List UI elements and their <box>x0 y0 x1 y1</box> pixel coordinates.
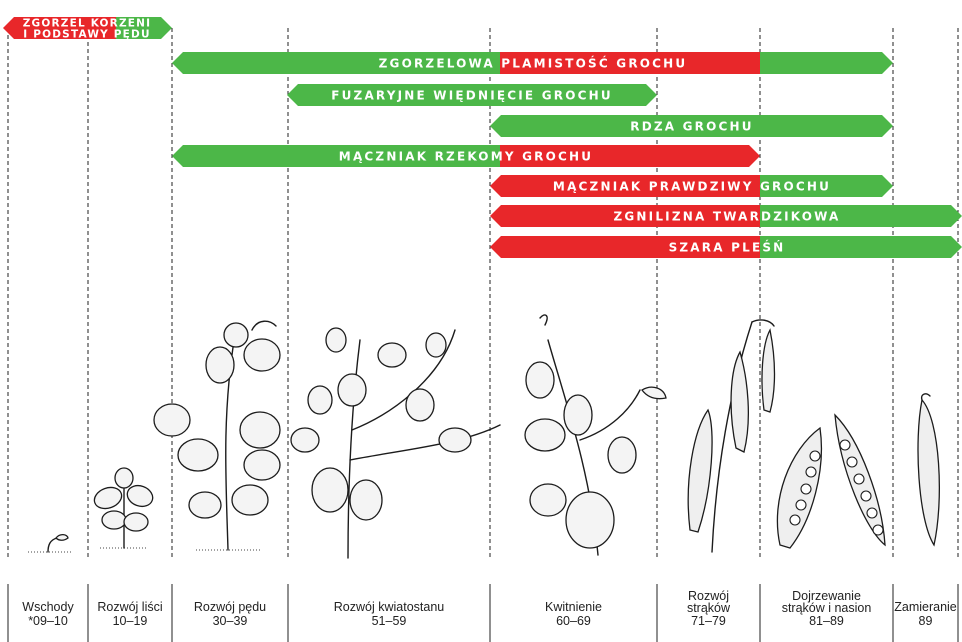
stage-code: 10–19 <box>113 614 148 628</box>
disease-bar-sclerotinia: ZGNILIZNA TWARDZIKOWA <box>490 205 962 227</box>
disease-bar-fusarium: FUZARYJNE WIĘDNIĘCIE GROCHU <box>287 84 657 106</box>
disease-label: RDZA GROCHU <box>630 119 753 133</box>
disease-label: I PODSTAWY PĘDU <box>23 28 150 40</box>
flowering-plant-illustration <box>525 315 666 555</box>
ripening-pods-illustration <box>777 415 885 548</box>
stage-label: Wschody*09–10 <box>22 600 74 628</box>
stage-name: strąków i nasion <box>782 601 872 615</box>
stage-code: *09–10 <box>28 614 68 628</box>
disease-label: SZARA PLEŚŃ <box>669 239 786 254</box>
disease-label: FUZARYJNE WIĘDNIĘCIE GROCHU <box>331 88 613 102</box>
stage-name: strąków <box>687 601 731 615</box>
stage-name: Zamieranie <box>894 600 957 614</box>
plant-illustrations <box>28 315 939 558</box>
disease-bar-segment <box>760 52 893 74</box>
disease-bar-powdery: MĄCZNIAK PRAWDZIWY GROCHU <box>490 175 893 197</box>
inflorescence-plant-illustration <box>291 328 500 558</box>
stage-name: Kwitnienie <box>545 600 602 614</box>
young-plant-illustration <box>91 468 155 548</box>
seedling-illustration <box>28 535 72 552</box>
disease-label: ZGNILIZNA TWARDZIKOWA <box>613 209 840 223</box>
disease-bar-downy: MĄCZNIAK RZEKOMY GROCHU <box>172 145 760 167</box>
stage-name: Wschody <box>22 600 74 614</box>
disease-label: MĄCZNIAK RZEKOMY GROCHU <box>339 149 593 163</box>
pod-development-illustration <box>688 320 774 552</box>
stage-code: 71–79 <box>691 614 726 628</box>
stage-code: 60–69 <box>556 614 591 628</box>
disease-bar-segment <box>760 236 962 258</box>
stage-code: 81–89 <box>809 614 844 628</box>
disease-bar-ascochyta: ZGORZELOWA PLAMISTOŚĆ GROCHU <box>172 52 893 74</box>
disease-bar-grey-mould: SZARA PLEŚŃ <box>490 236 962 258</box>
stage-name: Rozwój liści <box>97 600 162 614</box>
disease-bar-rust: RDZA GROCHU <box>490 115 893 137</box>
stage-name: Rozwój kwiatostanu <box>334 600 445 614</box>
senescent-pod-illustration <box>918 394 939 545</box>
stage-name: Rozwój pędu <box>194 600 266 614</box>
disease-label: ZGORZELOWA PLAMISTOŚĆ GROCHU <box>379 55 688 70</box>
stage-code: 30–39 <box>213 614 248 628</box>
stage-code: 51–59 <box>372 614 407 628</box>
shoot-plant-illustration <box>154 321 280 550</box>
stage-code: 89 <box>919 614 933 628</box>
disease-label: MĄCZNIAK PRAWDZIWY GROCHU <box>553 179 831 193</box>
